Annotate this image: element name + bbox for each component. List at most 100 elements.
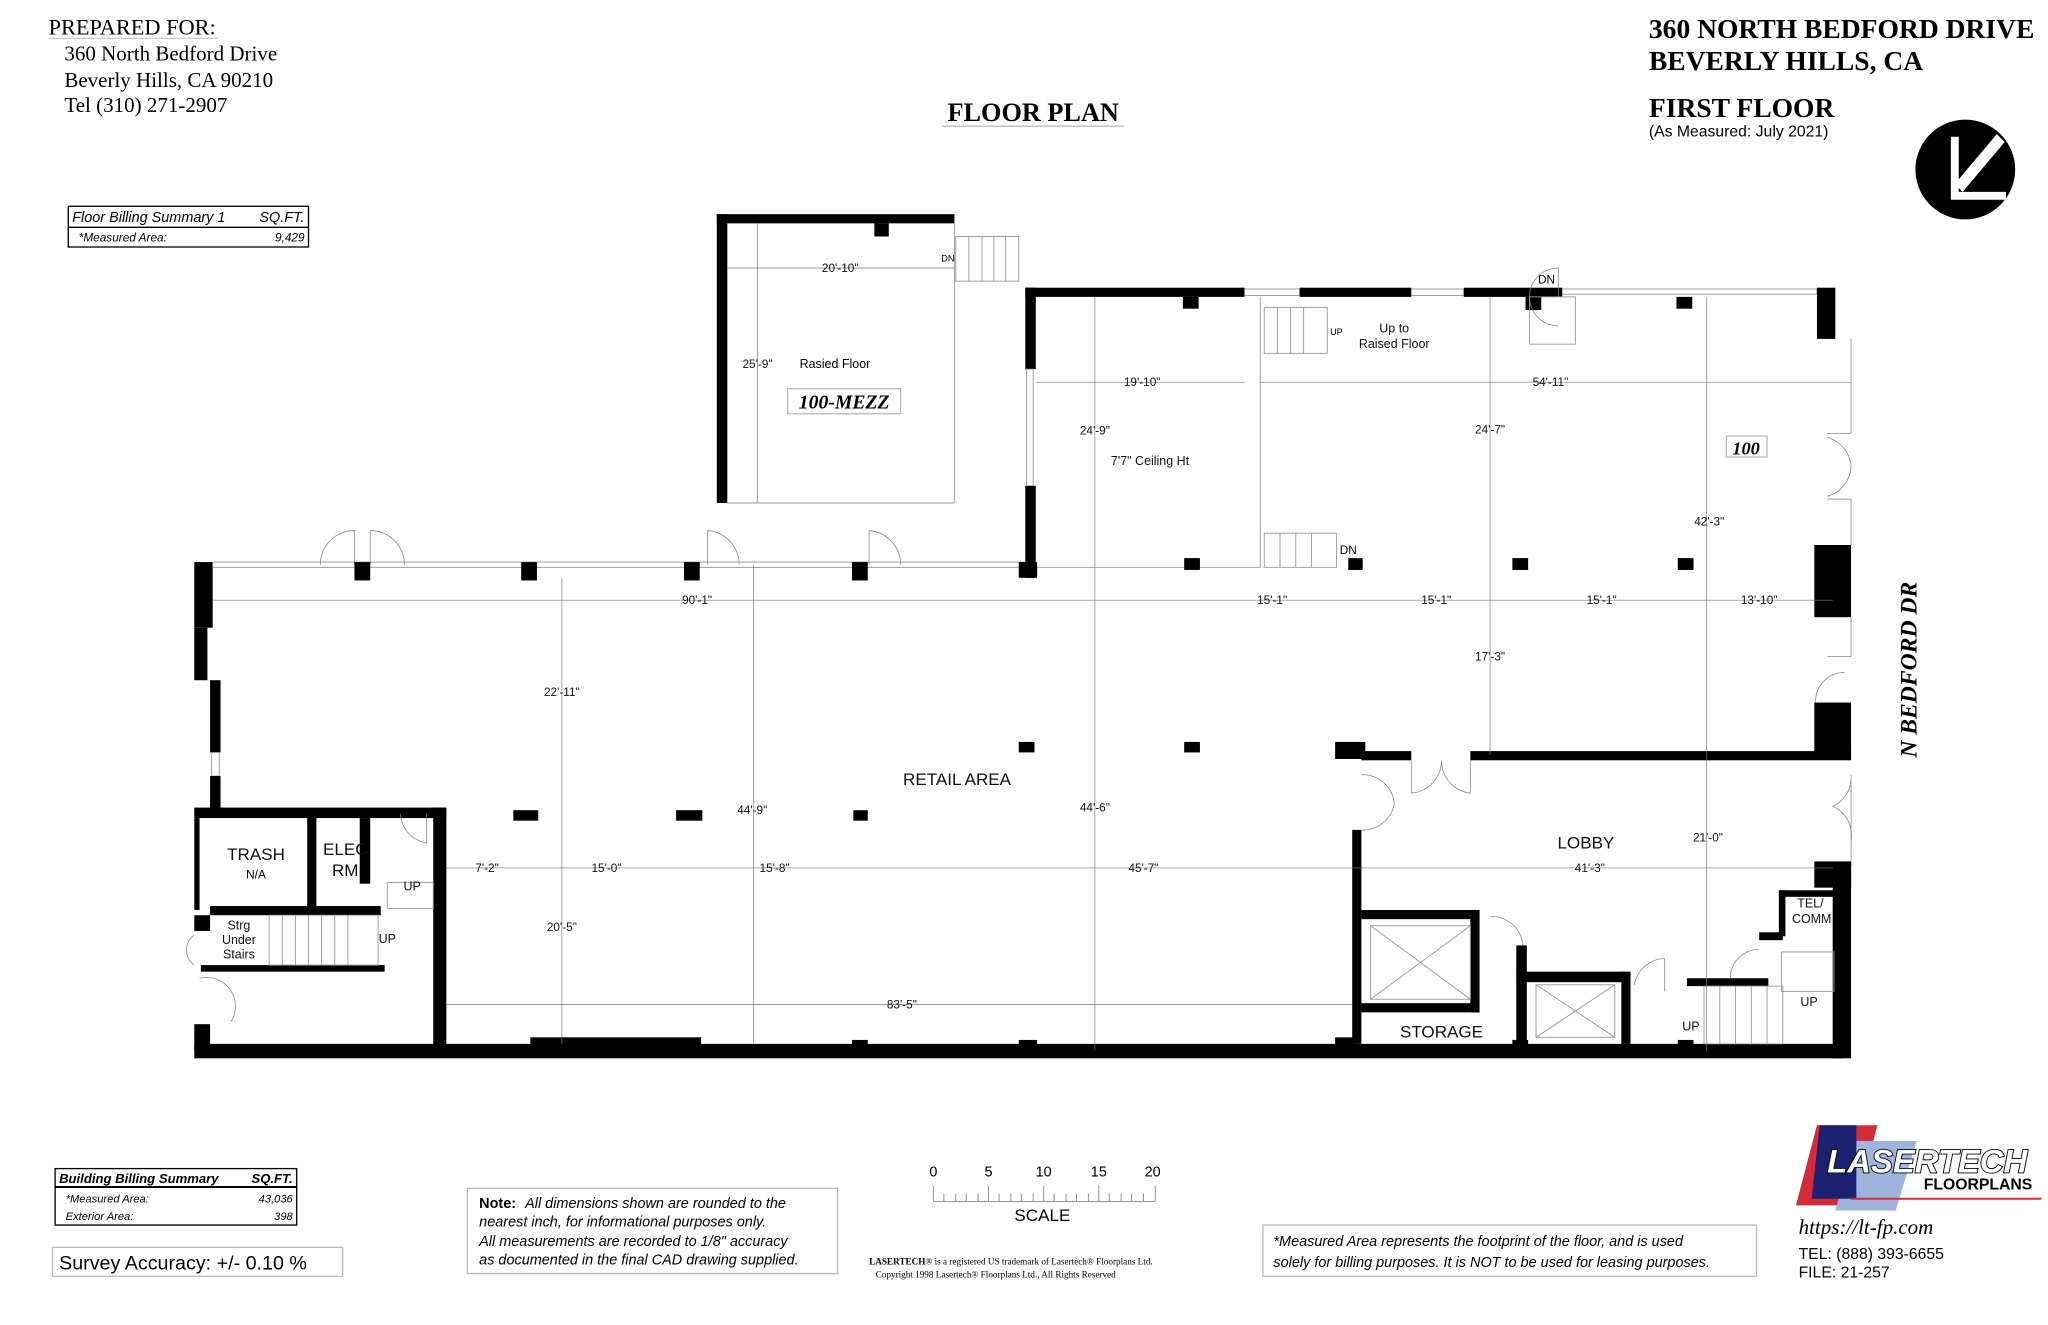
door[interactable] (186, 814, 428, 1022)
stair-dn-label: DN (941, 253, 954, 263)
page-title: FLOOR PLAN (948, 98, 1119, 127)
room-label-storage: STORAGE (1400, 1022, 1483, 1041)
prepared-for-line: 360 North Bedford Drive (64, 42, 277, 66)
property-address-2: BEVERLY HILLS, CA (1649, 45, 1923, 76)
dimension-label: 15'-1" (1587, 593, 1617, 607)
mezzanine: DN 20'-10" 25'-9" Rasied Floor 100-MEZZ (716, 214, 1020, 504)
scale-label: SCALE (1014, 1206, 1070, 1225)
unit-label-100-mezz: 100-MEZZ (799, 391, 890, 413)
room-label-retail: RETAIL AREA (903, 770, 1012, 789)
room-label-storage-stairs: Stairs (223, 948, 255, 962)
building-billing-summary: Building Billing Summary SQ.FT. *Measure… (54, 1167, 298, 1226)
floor-billing-title: Floor Billing Summary 1 (72, 210, 225, 226)
door[interactable] (1529, 267, 1559, 297)
dimension-label: 15'-1" (1421, 593, 1451, 607)
company-tel: TEL: (888) 393-6655 (1799, 1246, 1945, 1263)
dimension-label: 25'-9" (742, 357, 772, 371)
door[interactable] (1490, 916, 1666, 992)
floor-billing-summary: Floor Billing Summary 1 SQ.FT. *Measured… (67, 205, 310, 248)
logo-text-lasertech: LASERTECH (1827, 1143, 2028, 1180)
floor-billing-label: *Measured Area: (79, 231, 167, 245)
measured-note-line: solely for billing purposes. It is NOT t… (1273, 1255, 1710, 1271)
lasertech-logo: LASERTECH FLOORPLANS (1795, 1125, 2042, 1211)
room-label-lobby: LOBBY (1557, 833, 1614, 852)
scale-tick: 10 (1036, 1164, 1052, 1180)
property-address-1: 360 NORTH BEDFORD DRIVE (1649, 13, 2034, 44)
building-billing-value: 398 (274, 1211, 293, 1223)
file-number: FILE: 21-257 (1799, 1265, 1890, 1282)
dimension-label: 41'-3" (1575, 861, 1605, 875)
dimension-label: 44'-6" (1080, 801, 1110, 815)
raised-floor-label: Rasied Floor (800, 357, 871, 371)
prepared-for-heading: PREPARED FOR: (49, 14, 216, 39)
note-line: as documented in the final CAD drawing s… (479, 1252, 798, 1268)
entry-door[interactable] (1827, 433, 1852, 500)
dimension-label: 13'-10" (1741, 593, 1778, 607)
lobby-door[interactable] (1361, 760, 1471, 831)
dimension-label: 42'-3" (1694, 514, 1724, 528)
note-line: All dimensions shown are rounded to the (524, 1196, 786, 1212)
trademark-line: LASERTECH® is a registered US trademark … (869, 1256, 1153, 1266)
building-billing-label: Exterior Area: (66, 1211, 134, 1223)
scale-bar: 0 5 10 15 20 SCALE (929, 1164, 1160, 1225)
door[interactable] (1729, 948, 1760, 979)
note-line: nearest inch, for informational purposes… (479, 1214, 766, 1230)
building-billing-unit: SQ.FT. (251, 1171, 292, 1186)
room-label-elec: ELEC (323, 840, 368, 859)
mezz-stair (955, 236, 1020, 282)
measured-date: (As Measured: July 2021) (1649, 124, 1828, 141)
stair-up-label: UP (1800, 995, 1817, 1009)
measured-note-line: *Measured Area represents the footprint … (1273, 1234, 1684, 1250)
dimension-label: 83'-5" (887, 997, 917, 1011)
dimension-label: 45'-7" (1128, 861, 1158, 875)
prepared-for-line: Tel (310) 271-2907 (64, 93, 227, 117)
dimension-label: 20'-5" (547, 920, 577, 934)
entry-door[interactable] (1815, 656, 1852, 703)
prepared-for-block: PREPARED FOR: 360 North Bedford Drive Be… (48, 14, 277, 117)
stair-up-label: UP (1330, 327, 1343, 337)
stair-dn (1263, 532, 1337, 568)
dimension-lines (212, 296, 1852, 1051)
floor-billing-unit: SQ.FT. (259, 210, 304, 226)
ceiling-height-label: 7'7" Ceiling Ht (1111, 454, 1190, 468)
dimension-label: 17'-3" (1475, 650, 1505, 664)
building-billing-title: Building Billing Summary (59, 1171, 219, 1186)
company-url[interactable]: https://lt-fp.com (1799, 1215, 1934, 1239)
lobby-entry-door[interactable] (1831, 774, 1852, 841)
measured-area-note: *Measured Area represents the footprint … (1262, 1224, 1758, 1277)
scale-tick: 5 (985, 1164, 993, 1180)
note-box: Note: All dimensions shown are rounded t… (466, 1187, 839, 1275)
dimension-label: 20'-10" (822, 261, 859, 275)
stair-up-label: UP (404, 879, 421, 893)
note-lead: Note: (479, 1196, 516, 1212)
unit-label-100: 100 (1732, 438, 1760, 458)
dimension-label: 54'-11" (1533, 375, 1569, 389)
raised-floor-label: Raised Floor (1359, 337, 1430, 351)
copyright-line: Copyright 1998 Lasertech® Floorplans Ltd… (876, 1270, 1116, 1280)
floor-name: FIRST FLOOR (1649, 92, 1836, 123)
stair-up-label: UP (379, 932, 396, 946)
logo-text-floorplans: FLOORPLANS (1924, 1177, 2033, 1194)
dimension-label: 44'-9" (737, 803, 767, 817)
prepared-for-line: Beverly Hills, CA 90210 (64, 68, 273, 92)
dimension-label: 90'-1" (682, 593, 712, 607)
trademark-text: ® is a registered US trademark of Lasert… (925, 1256, 1152, 1266)
room-label-elec: RM (332, 861, 359, 880)
floor-billing-value: 9,429 (275, 231, 305, 245)
room-label-tel: COMM (1792, 912, 1831, 926)
stair-up-raised (1263, 306, 1328, 354)
dimension-label: 15'-0" (591, 861, 621, 875)
stair-dn-label: DN (1538, 273, 1555, 287)
dimension-label: 15'-8" (760, 861, 790, 875)
room-sub-label: N/A (246, 867, 266, 881)
room-label-tel: TEL/ (1797, 896, 1824, 910)
dimension-label: 15'-1" (1257, 593, 1287, 607)
dimension-labels: 19'-10" 54'-11" 24'-9" 24'-7" 42'-3" 90'… (475, 375, 1777, 1011)
property-block: 360 NORTH BEDFORD DRIVE BEVERLY HILLS, C… (1649, 13, 2034, 140)
dimension-label: 24'-7" (1475, 422, 1505, 436)
building-billing-value: 43,036 (259, 1194, 294, 1206)
storefront-door[interactable] (319, 530, 901, 565)
building-billing-label: *Measured Area: (66, 1194, 149, 1206)
